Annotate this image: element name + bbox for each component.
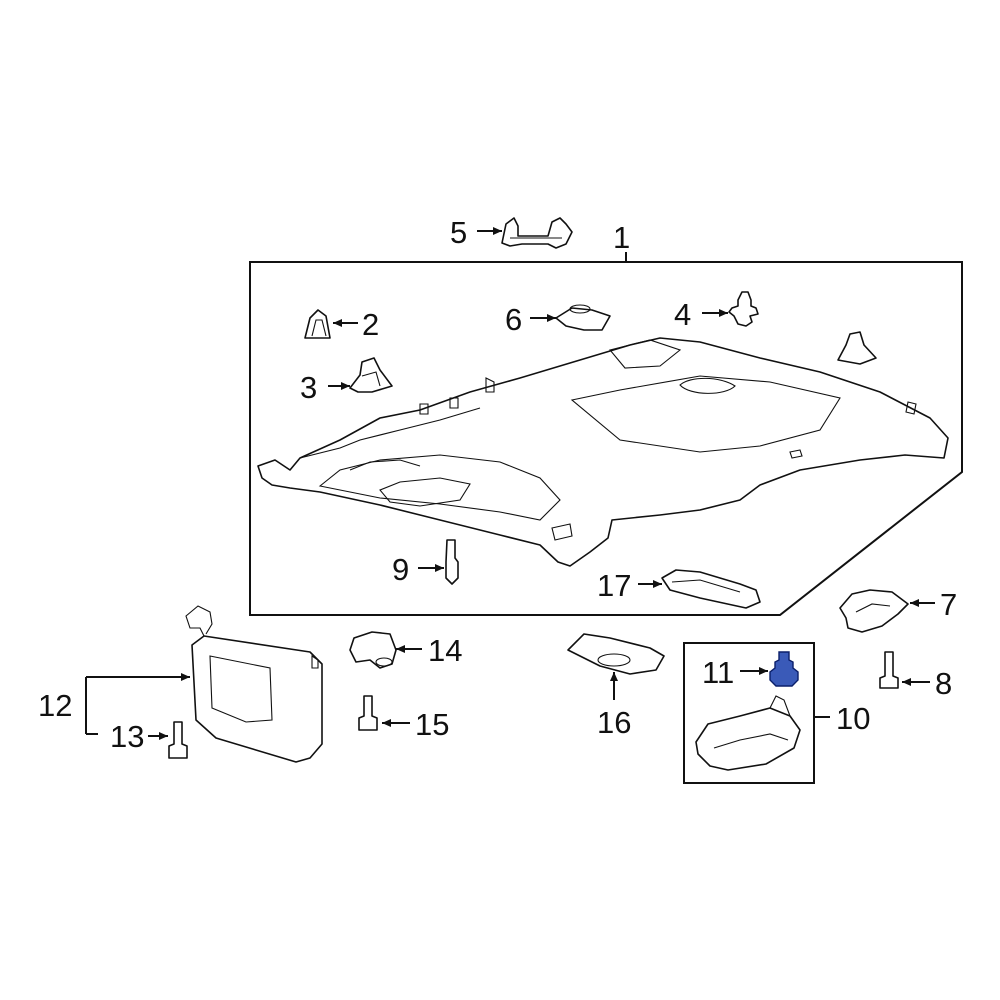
callout-16: 16 (597, 705, 631, 740)
grab-handle-group-frame (683, 642, 815, 784)
retainer-strip-5[interactable] (501, 217, 573, 249)
headliner-panel[interactable] (257, 337, 949, 567)
mounting-bracket-6[interactable] (555, 304, 611, 331)
callout-11: 11 (702, 655, 734, 690)
callout-17: 17 (597, 568, 631, 603)
screw-15[interactable] (358, 695, 378, 731)
callout-7: 7 (940, 587, 957, 622)
screw-13[interactable] (168, 721, 188, 759)
sun-visor-12[interactable] (185, 605, 323, 763)
bolt-8[interactable] (879, 651, 899, 689)
callout-13: 13 (110, 719, 144, 754)
grab-handle[interactable] (695, 695, 801, 771)
callout-10: 10 (836, 701, 870, 736)
callout-12: 12 (38, 688, 72, 723)
callout-1: 1 (613, 220, 630, 255)
push-pin-clip-4[interactable] (728, 291, 759, 327)
callout-3: 3 (300, 370, 317, 405)
visor-bracket-14[interactable] (349, 631, 397, 669)
retainer-bracket-3[interactable] (349, 357, 393, 393)
callout-9: 9 (392, 552, 409, 587)
callout-2: 2 (362, 307, 379, 342)
headliner-group-frame (249, 261, 963, 616)
retainer-bracket[interactable] (837, 331, 877, 365)
bolt-9[interactable] (445, 539, 459, 585)
callout-4: 4 (674, 297, 691, 332)
bracket-7[interactable] (839, 589, 909, 633)
lamp-assembly-16[interactable] (567, 633, 665, 675)
callout-14: 14 (428, 633, 462, 668)
callout-15: 15 (415, 707, 449, 742)
callout-5: 5 (450, 215, 467, 250)
retainer-clip-2[interactable] (304, 309, 331, 339)
callout-8: 8 (935, 666, 952, 701)
grab-handle-bezel-17[interactable] (661, 569, 761, 609)
clip-11-highlighted[interactable] (769, 651, 799, 687)
callout-6: 6 (505, 302, 522, 337)
